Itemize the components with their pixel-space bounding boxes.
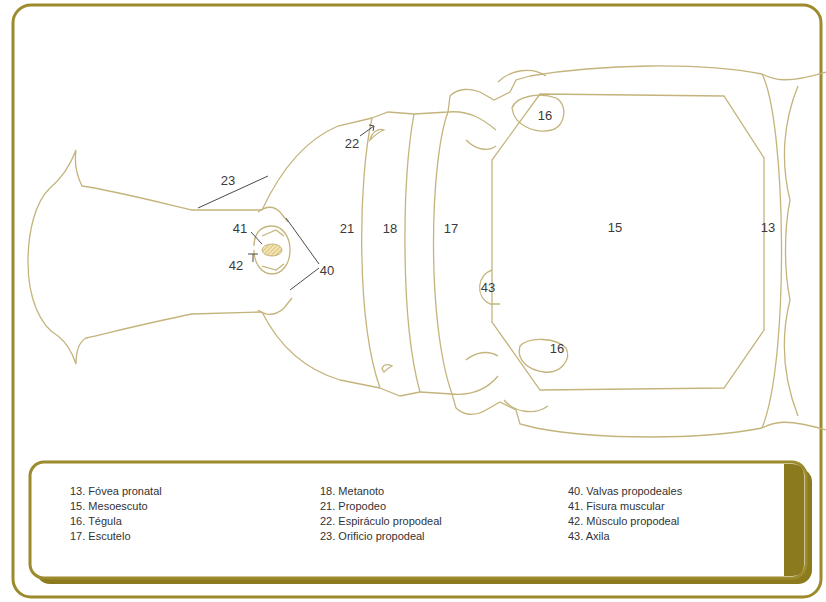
callout-number: 41 [233, 222, 247, 235]
callout-number: 21 [340, 222, 354, 235]
legend-entry: 40. Valvas propodeales [568, 486, 682, 497]
legend-entry: 42. Mùsculo propodeal [568, 516, 679, 527]
legend-entry: 15. Mesoescuto [70, 501, 148, 512]
legend-entry: 43. Axila [568, 531, 610, 542]
callout-number: 23 [221, 174, 235, 187]
legend-entry: 41. Fisura muscular [568, 501, 665, 512]
callout-number: 42 [229, 259, 243, 272]
callout-number: 22 [345, 137, 359, 150]
callout-number: 15 [608, 221, 622, 234]
legend-entry: 17. Escutelo [70, 531, 131, 542]
callout-number: 16 [550, 342, 564, 355]
legend-entry: 23. Orificio propodeal [320, 531, 425, 542]
callout-number: 40 [320, 264, 334, 277]
callout-number: 13 [761, 221, 775, 234]
legend-entry: 16. Tégula [70, 516, 122, 527]
legend-entry: 22. Espiráculo propodeal [320, 516, 442, 527]
legend-entry: 21. Propodeo [320, 501, 386, 512]
callout-number: 18 [383, 222, 397, 235]
legend-entry: 13. Fóvea pronatal [70, 486, 162, 497]
legend-entry: 18. Metanoto [320, 486, 384, 497]
callout-number: 17 [444, 222, 458, 235]
callout-number: 43 [481, 281, 495, 294]
callout-number: 16 [538, 109, 552, 122]
legend-panel: 13. Fóvea pronatal 15. Mesoescuto 16. Tégu… [30, 462, 806, 578]
